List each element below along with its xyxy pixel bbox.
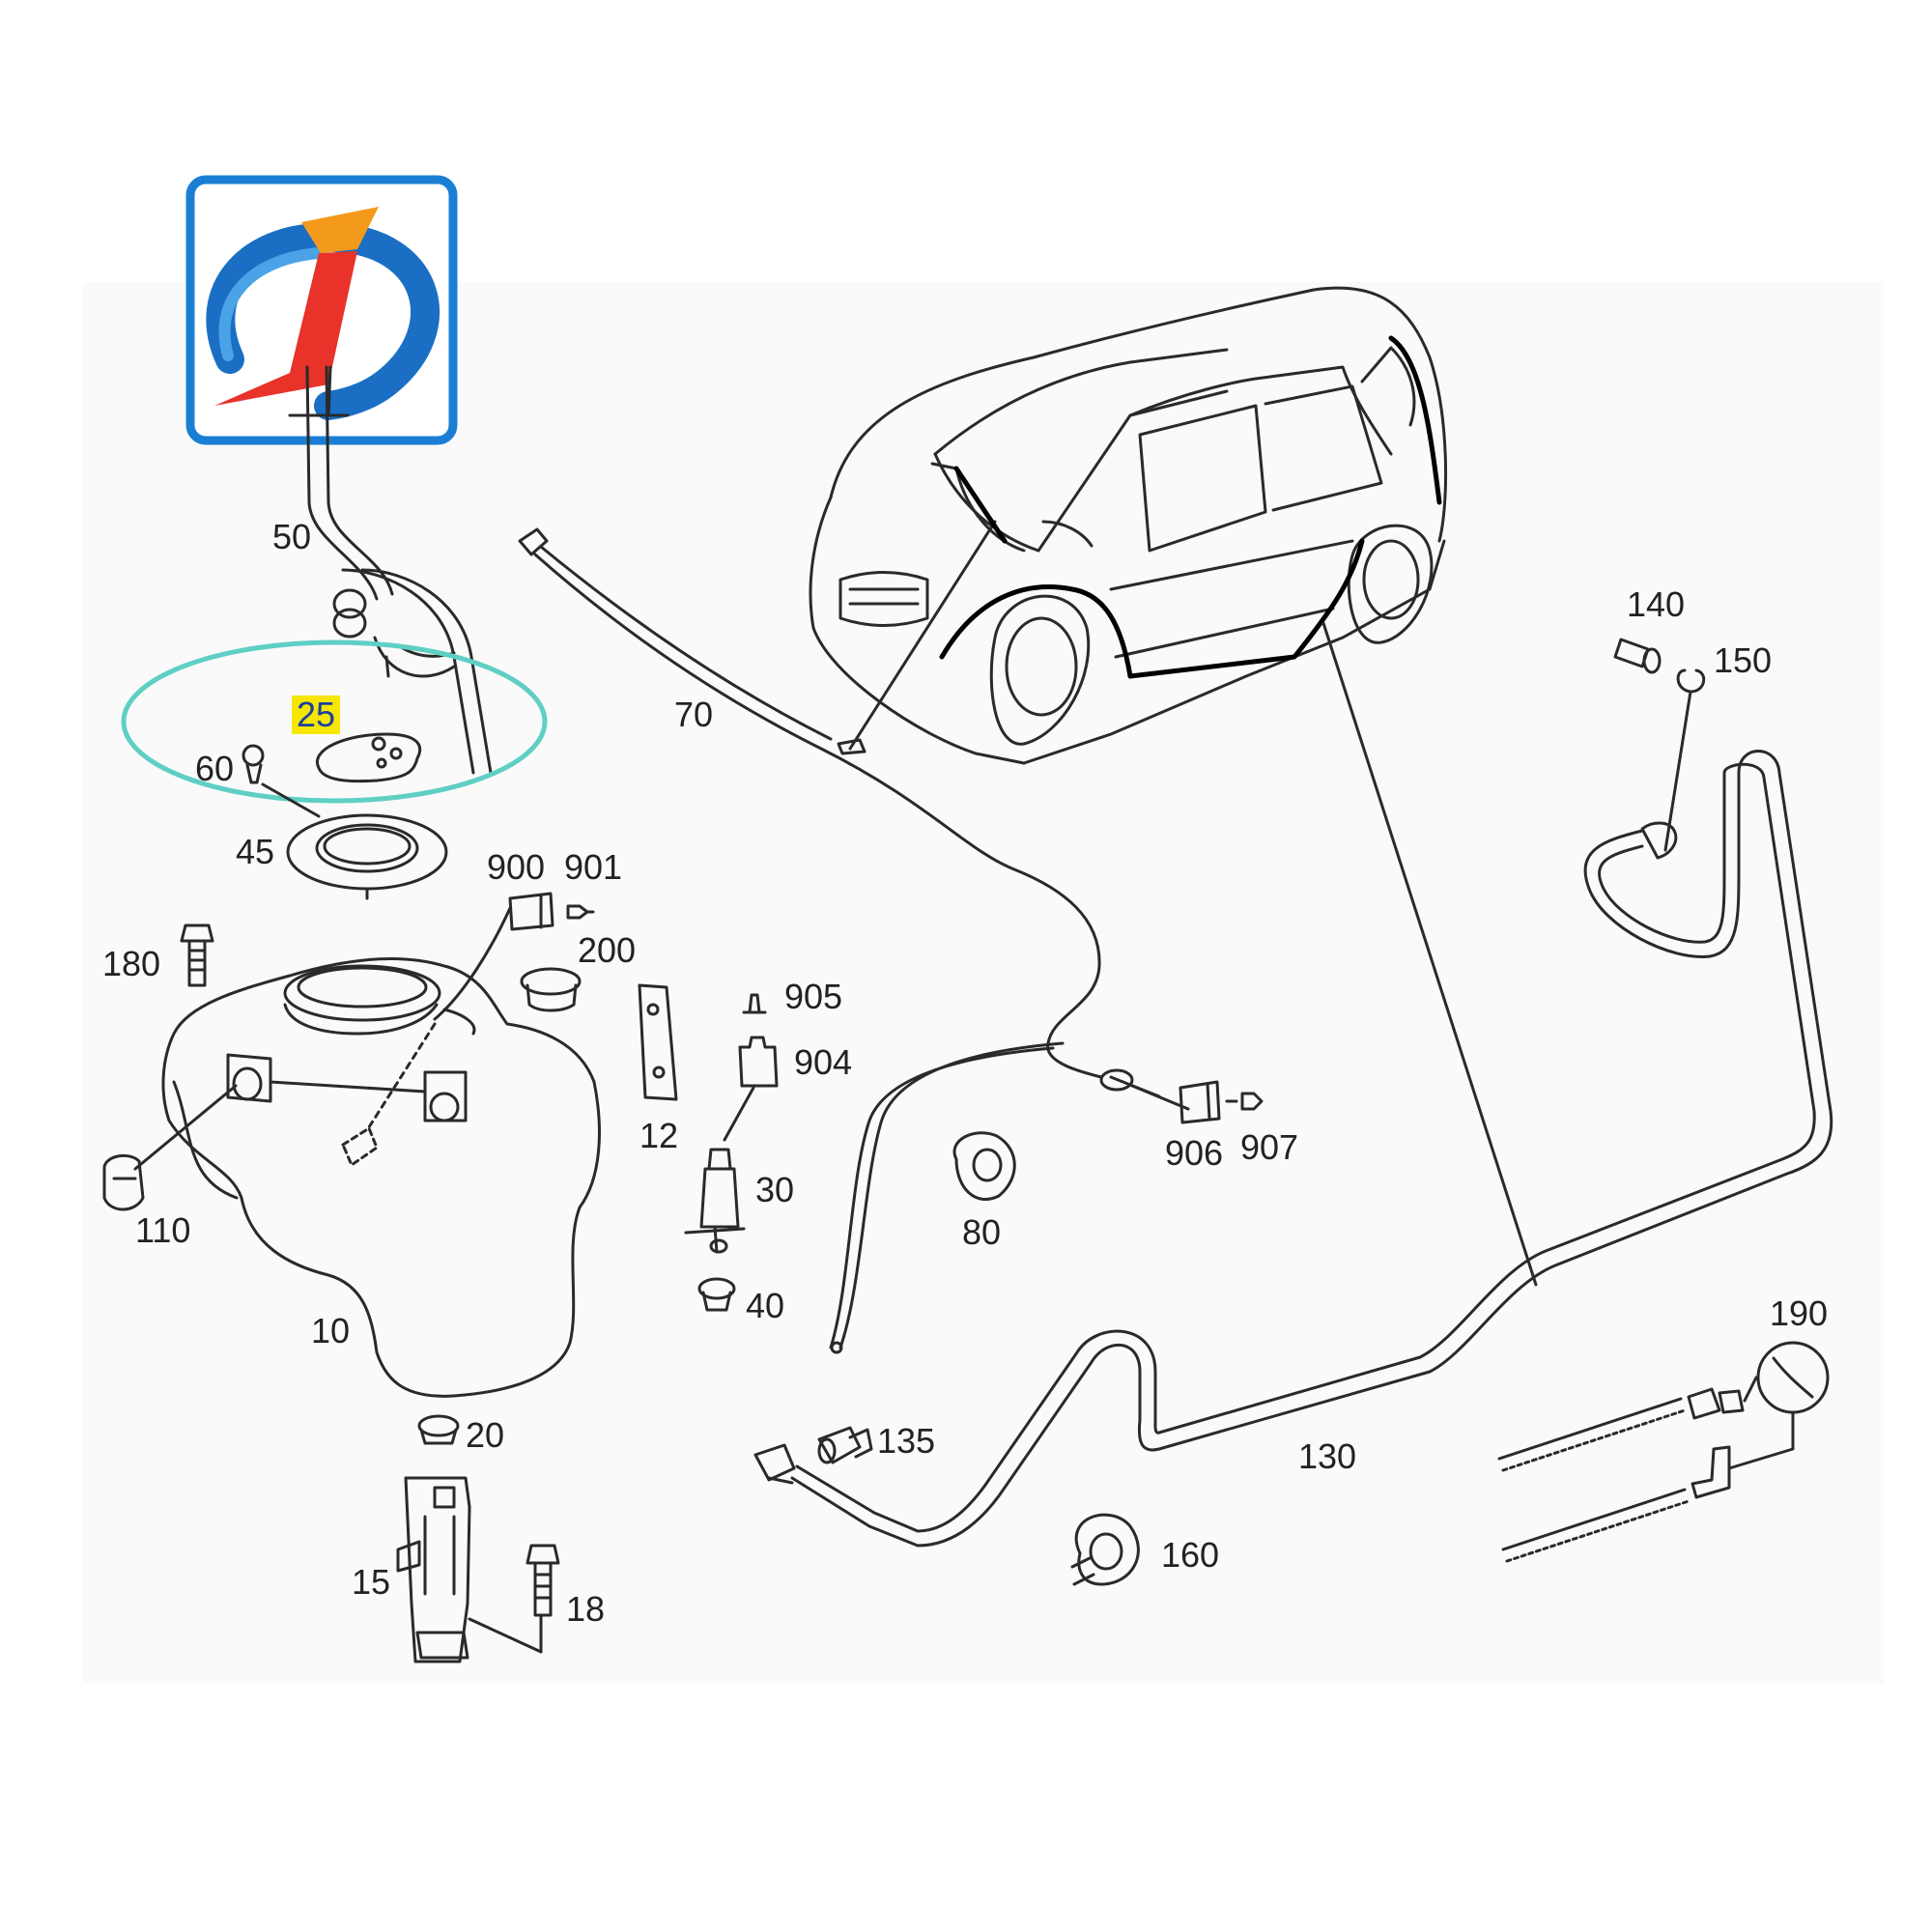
label-80: 80 [962,1212,1002,1252]
label-160: 160 [1161,1535,1220,1575]
part-15-bracket [396,1476,543,1663]
label-200: 200 [578,930,637,970]
label-30: 30 [755,1170,795,1209]
label-12: 12 [639,1116,679,1155]
part-30-pump [684,1148,746,1254]
label-18: 18 [566,1589,606,1629]
part-20-grommet [417,1414,460,1445]
part-10-reservoir [161,957,601,1398]
label-180: 180 [102,944,161,983]
part-12-bracket [638,983,678,1101]
label-130: 130 [1298,1436,1357,1476]
part-180-bolt [180,923,214,987]
label-40: 40 [746,1286,785,1325]
part-190-washer-hoses [1497,1341,1830,1563]
part-904-connector [723,1036,779,1142]
part-40-grommet [697,1277,736,1312]
part-150-clamp [1663,668,1706,852]
part-905-nozzle [742,993,767,1014]
label-190: 190 [1770,1293,1829,1333]
part-200-grommet [520,967,582,1012]
part-70-hose [518,520,1190,1354]
part-135-connector [753,1426,873,1485]
part-901-nozzle [566,904,595,920]
part-110-cap [102,1084,238,1211]
label-110: 110 [135,1210,191,1250]
part-18-bolt [526,1544,560,1654]
part-80-clip [952,1131,1016,1202]
part-25-seal-plate [315,732,422,783]
label-10: 10 [311,1311,351,1350]
part-45-flange [286,813,448,900]
label-25: 25 [292,696,341,734]
part-140-connector [1613,638,1662,674]
vehicle-illustration [809,286,1538,1287]
part-130-hose [790,750,1833,1548]
label-20: 20 [466,1415,505,1455]
leader-900 [433,906,512,1021]
label-135: 135 [877,1421,936,1461]
label-70: 70 [674,695,714,734]
highlight-circle [121,639,548,804]
label-15: 15 [352,1562,391,1602]
label-907: 907 [1240,1127,1299,1167]
label-900: 900 [487,847,546,887]
label-906: 906 [1165,1133,1224,1173]
label-901: 901 [564,847,623,887]
label-60: 60 [195,749,235,788]
brand-logo [185,175,458,445]
part-900-cap [508,892,554,931]
label-45: 45 [236,832,275,871]
part-907-nozzle [1240,1092,1264,1111]
label-904: 904 [794,1042,853,1082]
label-905: 905 [784,977,843,1016]
label-150: 150 [1714,640,1773,680]
diagram-background [83,282,1884,1683]
part-906-connector [1179,1080,1238,1124]
part-160-clamp [1070,1513,1140,1586]
part-60-screw [242,744,321,818]
label-50: 50 [272,517,312,556]
label-140: 140 [1627,584,1686,624]
